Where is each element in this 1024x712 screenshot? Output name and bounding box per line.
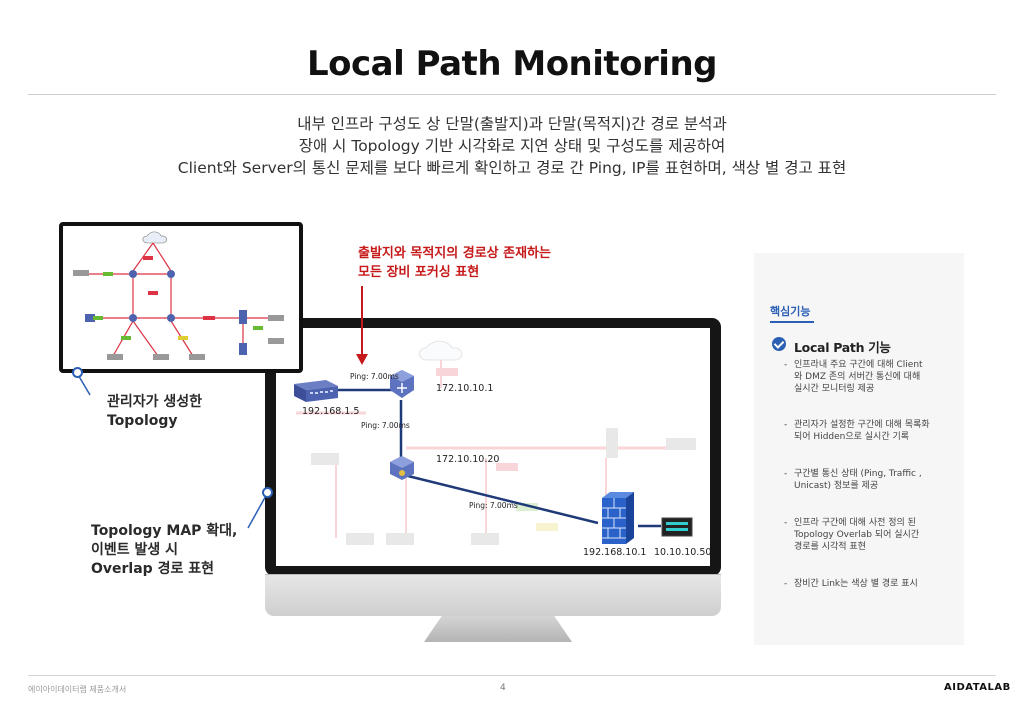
company-logo: AIDATALAB bbox=[944, 682, 1011, 693]
switch-icon bbox=[294, 380, 338, 402]
panel-heading-underline bbox=[770, 321, 814, 323]
feature-title: Local Path 기능 bbox=[794, 340, 891, 355]
panel-heading: 핵심기능 bbox=[770, 305, 811, 318]
feature-line: 실시간 모니터링 제공 bbox=[794, 384, 875, 394]
note-line: 출발지와 목적지의 경로상 존재하는 bbox=[358, 246, 551, 261]
node-label-n4: 192.168.10.1 bbox=[583, 547, 647, 558]
monitor-chin bbox=[265, 574, 721, 616]
topology-callout: 관리자가 생성한 Topology bbox=[107, 393, 202, 431]
server-icon bbox=[661, 517, 693, 537]
callout-dot bbox=[72, 367, 83, 378]
ping-label: Ping: 7.00ms bbox=[361, 421, 410, 430]
path-focus-note: 출발지와 목적지의 경로상 존재하는 모든 장비 포커싱 표현 bbox=[358, 244, 551, 282]
firewall-icon bbox=[602, 492, 634, 544]
router-icon bbox=[390, 456, 414, 480]
monitor: 192.168.1.5 172.10.10.1 172.10.10.20 192… bbox=[265, 318, 721, 616]
footer-divider bbox=[28, 675, 996, 676]
feature-line: 구간별 통신 상태 (Ping, Traffic , bbox=[794, 469, 922, 479]
ping-label: Ping: 7.00ms bbox=[469, 501, 518, 510]
feature-line: 인프라 구간에 대해 사전 정의 된 bbox=[794, 518, 916, 528]
note-line: 모든 장비 포커싱 표현 bbox=[358, 265, 480, 280]
feature-line: 되어 Hidden으로 실시간 기록 bbox=[794, 432, 910, 442]
faded-background-topology bbox=[296, 340, 696, 545]
subtitle-line-1: 내부 인프라 구성도 상 단말(출발지)과 단말(목적지)간 경로 분석과 bbox=[297, 115, 727, 133]
ping-label: Ping: 7.00ms bbox=[350, 372, 399, 381]
feature-item: - 구간별 통신 상태 (Ping, Traffic , Unicast) 정보… bbox=[784, 468, 954, 492]
monitor-stand bbox=[424, 616, 572, 642]
callout-line: 관리자가 생성한 bbox=[107, 394, 203, 410]
feature-line: 와 DMZ 존의 서버간 통신에 대해 bbox=[794, 372, 921, 382]
topology-thumbnail bbox=[59, 222, 303, 373]
subtitle-line-3: Client와 Server의 통신 문제를 보다 빠르게 확인하고 경로 간 … bbox=[177, 159, 847, 177]
callout-dot bbox=[262, 487, 273, 498]
callout-line: Topology MAP 확대, bbox=[91, 523, 238, 539]
node-label-n3: 172.10.10.20 bbox=[436, 454, 500, 465]
feature-item: - 인프라 구간에 대해 사전 정의 된 Topology Overlab 되어… bbox=[784, 517, 954, 553]
check-circle-icon bbox=[772, 337, 786, 351]
feature-item: - 관리자가 설정한 구간에 대해 목록화 되어 Hidden으로 실시간 기록 bbox=[784, 419, 954, 443]
topology-thumbnail-diagram bbox=[63, 226, 299, 369]
feature-line: 관리자가 설정한 구간에 대해 목록화 bbox=[794, 420, 930, 430]
arrow-down-icon bbox=[356, 286, 368, 365]
feature-line: 장비간 Link는 색상 별 경로 표시 bbox=[794, 579, 918, 589]
feature-line: 경로를 시각적 표현 bbox=[794, 542, 866, 552]
feature-item: - 장비간 Link는 색상 별 경로 표시 bbox=[784, 578, 954, 590]
page-title: Local Path Monitoring bbox=[307, 44, 717, 84]
title-divider bbox=[28, 94, 996, 95]
node-label-n2: 172.10.10.1 bbox=[436, 383, 494, 394]
map-callout: Topology MAP 확대, 이벤트 발생 시 Overlap 경로 표현 bbox=[91, 522, 237, 579]
feature-panel: 핵심기능 Local Path 기능 - 인프라내 주요 구간에 대해 Clie… bbox=[754, 253, 964, 645]
feature-line: 인프라내 주요 구간에 대해 Client bbox=[794, 360, 923, 370]
feature-line: Unicast) 정보를 제공 bbox=[794, 481, 879, 491]
monitor-screen: 192.168.1.5 172.10.10.1 172.10.10.20 192… bbox=[276, 328, 710, 566]
subtitle: 내부 인프라 구성도 상 단말(출발지)과 단말(목적지)간 경로 분석과 장애… bbox=[0, 113, 1024, 179]
callout-line: 이벤트 발생 시 bbox=[91, 542, 179, 558]
node-label-n5: 10.10.10.50 bbox=[654, 547, 710, 558]
path-diagram bbox=[294, 340, 696, 545]
page-number: 4 bbox=[500, 683, 506, 693]
feature-item: - 인프라내 주요 구간에 대해 Client 와 DMZ 존의 서버간 통신에… bbox=[784, 359, 954, 395]
callout-line: Topology bbox=[107, 413, 178, 429]
node-label-n1: 192.168.1.5 bbox=[302, 406, 360, 417]
monitor-bezel: 192.168.1.5 172.10.10.1 172.10.10.20 192… bbox=[265, 318, 721, 576]
footer-doc-name: 에이아이데이터랩 제품소개서 bbox=[28, 685, 127, 694]
router-icon bbox=[390, 370, 414, 398]
feature-line: Topology Overlab 되어 실시간 bbox=[794, 530, 920, 540]
subtitle-line-2: 장애 시 Topology 기반 시각화로 지연 상태 및 구성도를 제공하여 bbox=[298, 137, 726, 155]
map-leader-line bbox=[247, 491, 269, 529]
link-n3-n4 bbox=[407, 474, 599, 525]
callout-line: Overlap 경로 표현 bbox=[91, 561, 214, 577]
